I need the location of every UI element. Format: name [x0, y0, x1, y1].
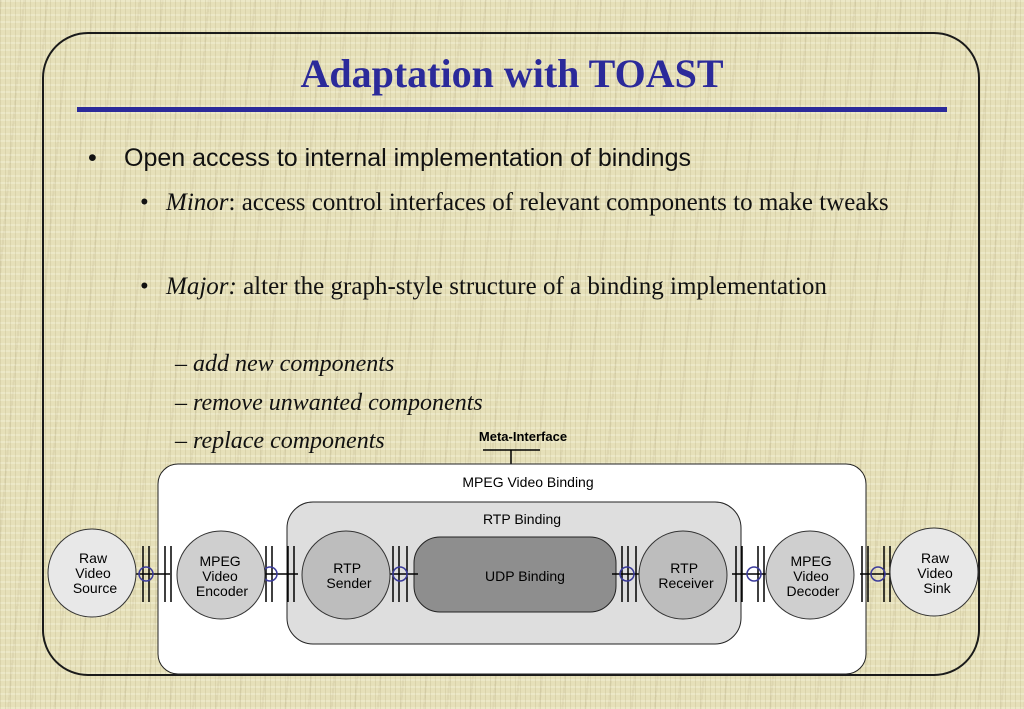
major-description: alter the graph-style structure of a bin…: [236, 273, 827, 300]
raw-video-sink-node: [889, 527, 979, 617]
slide-frame: [42, 32, 980, 676]
interface-circle: [138, 566, 154, 582]
minor-description: : access control interfaces of relevant …: [228, 189, 889, 216]
rtp-sender-label: RTP Sender: [326, 560, 371, 591]
title-underline: [77, 107, 947, 112]
major-term: Major:: [166, 273, 237, 300]
raw-video-sink-label: Raw Video Sink: [917, 550, 956, 596]
mpeg-video-binding-label: MPEG Video Binding: [462, 474, 593, 490]
rtp-binding-label: RTP Binding: [483, 511, 561, 527]
sub-item-replace: – replace components: [175, 428, 385, 454]
mpeg-video-encoder-label: MPEG Video Encoder: [196, 553, 248, 599]
bullet-icon: •: [88, 144, 97, 172]
interface-circle: [746, 566, 762, 582]
bullet-text: Open access to internal implementation o…: [124, 144, 691, 172]
minor-term: Minor: [166, 189, 229, 216]
bullet-minor-text: Minor: access control interfaces of rele…: [166, 184, 926, 222]
connectors: [136, 546, 894, 602]
sub-item-add: – add new components: [175, 351, 395, 377]
sub-item-remove: – remove unwanted components: [175, 390, 483, 416]
mpeg-video-decoder-label: MPEG Video Decoder: [787, 553, 840, 599]
bullet-major-text: Major: alter the graph-style structure o…: [166, 268, 926, 306]
bullet-icon: •: [140, 189, 149, 216]
interface-circle: [870, 566, 886, 582]
mpeg-video-decoder-node: [765, 530, 855, 620]
rtp-sender-node: [301, 530, 391, 620]
raw-video-source-node: [47, 528, 137, 618]
raw-video-source-label: Raw Video Source: [73, 550, 118, 596]
mpeg-video-encoder-node: [176, 530, 266, 620]
rtp-receiver-label: RTP Receiver: [658, 560, 714, 591]
rtp-receiver-node: [638, 530, 728, 620]
slide-title: Adaptation with TOAST: [300, 51, 724, 96]
udp-binding-label: UDP Binding: [485, 568, 565, 584]
interface-circle: [392, 566, 408, 582]
interface-circle: [619, 566, 635, 582]
meta-interface-label: Meta-Interface: [479, 429, 567, 444]
bullet-icon: •: [140, 273, 149, 300]
